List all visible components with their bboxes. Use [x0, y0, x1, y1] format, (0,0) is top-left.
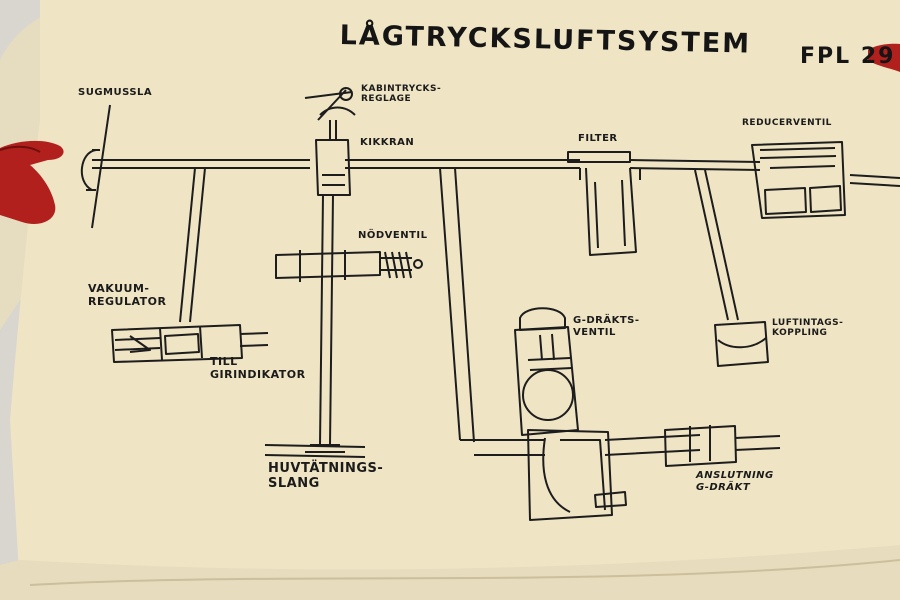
kikkran-body	[315, 139, 351, 196]
label-till: TILL GIRINDIKATOR	[210, 355, 306, 381]
luftintag-body	[714, 321, 769, 367]
label-nodventil: NÖDVENTIL	[358, 230, 428, 241]
label-luftintags: LUFTINTAGS- KOPPLING	[772, 318, 844, 339]
kabin-lever	[304, 89, 353, 121]
label-anslutning: ANSLUTNING G-DRÄKT	[696, 470, 774, 493]
vakuum-body	[111, 324, 243, 363]
paper-sheet	[10, 0, 900, 593]
glove-right	[868, 43, 900, 72]
label-kabintrycks: KABINTRYCKS- REGLAGE	[361, 84, 442, 105]
label-huvtatnings: HUVTÄTNINGS- SLANG	[268, 461, 384, 491]
sugmussla-cup	[80, 104, 111, 229]
poster-code: FPL 29	[800, 44, 896, 69]
label-gdrakts: G-DRÄKTS- VENTIL	[573, 315, 640, 338]
anslutning-coupling	[664, 425, 737, 467]
label-filter: FILTER	[578, 133, 618, 144]
label-reducerventil: REDUCERVENTIL	[742, 118, 832, 128]
glove-left	[0, 140, 64, 225]
filter-body	[567, 151, 631, 163]
reducerventil-body	[751, 141, 846, 219]
label-vakuum: VAKUUM- REGULATOR	[88, 282, 167, 308]
label-kikkran: KIKKRAN	[360, 137, 415, 148]
label-sugmussla: SUGMUSSLA	[78, 87, 153, 98]
